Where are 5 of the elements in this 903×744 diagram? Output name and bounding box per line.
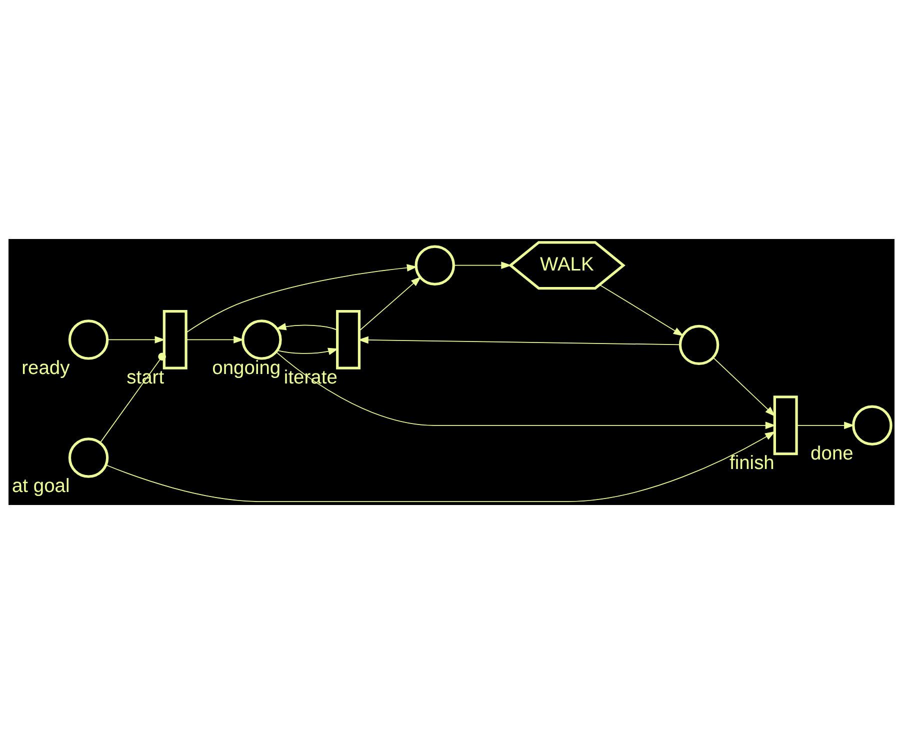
- node-label: at goal: [12, 476, 70, 497]
- node-label: ongoing: [212, 358, 281, 379]
- node-label: ready: [22, 358, 70, 379]
- node-label: finish: [729, 453, 774, 474]
- node-label: done: [810, 444, 854, 465]
